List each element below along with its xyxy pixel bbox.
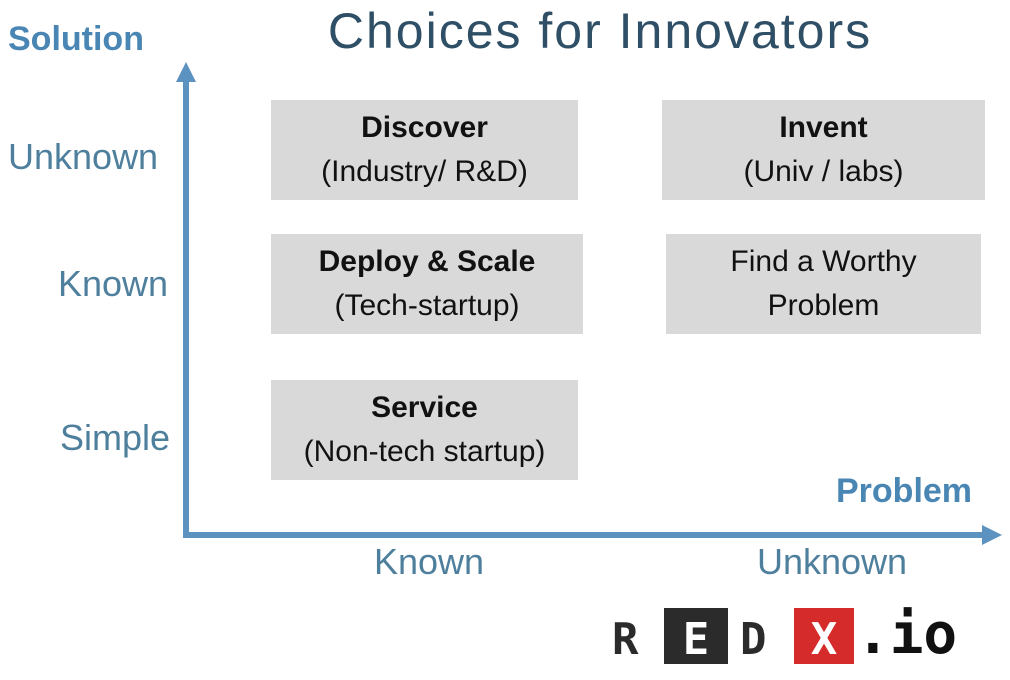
box-discover-title: Discover <box>361 111 488 144</box>
box-deploy-scale-subtitle: (Tech-startup) <box>334 289 520 322</box>
box-invent-title: Invent <box>779 111 868 144</box>
logo-letter-e: E <box>682 614 710 665</box>
logo-e-block <box>664 608 728 664</box>
x-axis-arrowhead <box>982 525 1002 545</box>
y-level-unknown: Unknown <box>8 136 159 177</box>
box-discover-subtitle: (Industry/ R&D) <box>321 155 528 188</box>
x-level-known: Known <box>374 541 485 582</box>
redx-logo: R E D X .io <box>612 602 982 668</box>
box-find-worthy-problem-line1: Find a Worthy <box>730 245 917 278</box>
box-find-worthy-problem-line2: Problem <box>767 289 880 322</box>
box-deploy-scale-title: Deploy & Scale <box>318 245 536 278</box>
x-level-unknown: Unknown <box>757 541 908 582</box>
box-service-subtitle: (Non-tech startup) <box>303 435 546 468</box>
box-invent: Invent (Univ / labs) <box>662 100 985 200</box>
box-discover: Discover (Industry/ R&D) <box>271 100 578 200</box>
y-axis-title: Solution <box>8 20 144 58</box>
y-axis-arrowhead <box>176 62 196 82</box>
page-title: Choices for Innovators <box>327 3 873 59</box>
box-find-worthy-problem: Find a Worthy Problem <box>666 234 981 334</box>
box-service-title: Service <box>371 391 478 424</box>
logo-suffix: .io <box>856 602 958 667</box>
logo-letter-r: R <box>612 614 639 665</box>
logo-x-block <box>794 608 854 664</box>
box-deploy-scale: Deploy & Scale (Tech-startup) <box>271 234 583 334</box>
y-level-known: Known <box>58 263 169 304</box>
logo-letter-d: D <box>740 614 767 665</box>
box-invent-subtitle: (Univ / labs) <box>743 155 904 188</box>
y-level-simple: Simple <box>60 417 171 458</box>
box-service: Service (Non-tech startup) <box>271 380 578 480</box>
x-axis-title: Problem <box>836 472 973 510</box>
logo-letter-x: X <box>810 614 838 665</box>
